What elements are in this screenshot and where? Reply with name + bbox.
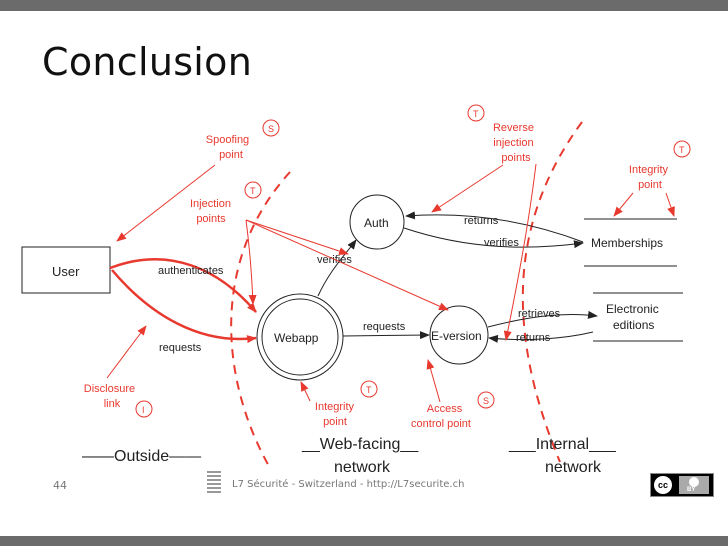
threat-disclosure-badge [135,400,153,418]
threat-reverse-tag: T [473,109,479,119]
company-logo-icon [207,471,221,495]
trust-boundary-outside [230,171,291,469]
threat-reverse-arrow-1 [431,164,504,213]
flow-returns-auth-label: returns [464,215,499,227]
flow-webapp-eversion [342,331,430,340]
flow-authenticates-label: authenticates [158,265,224,277]
threat-injection-arrow-1 [245,219,257,305]
eversion-label: E-version [431,329,482,343]
threat-spoofing-badge [262,119,280,137]
threat-injection-tag: T [250,186,256,196]
threat-integrity-internal-arrow-2 [665,192,675,217]
threat-reverse-label: Reverse injection points [493,122,537,164]
threat-disclosure-arrow [106,325,147,379]
zone-internal-label-2: network [545,459,602,476]
threat-access-badge [477,391,495,409]
memberships-label: Memberships [591,236,663,250]
threat-access-arrow [426,359,441,403]
webapp-label: Webapp [274,331,319,345]
cc-by-license-icon: cc BY [650,473,714,497]
threat-reverse-badge [467,104,485,122]
flow-eversion-editions [487,310,598,328]
user-box [21,246,111,294]
editions-label: Electronic editions [606,302,662,332]
threat-integrity-web-arrow [300,381,311,402]
threat-injection-arrow-3 [245,219,449,311]
threat-integrity-web-tag: T [366,385,372,395]
webapp-node-outer [256,293,344,381]
threat-injection-badge [244,181,262,199]
threat-access-tag: S [483,396,489,406]
threat-integrity-internal-tag: T [679,145,685,155]
threat-disclosure-tag: I [142,405,145,415]
user-label: User [52,264,80,279]
threat-injection-label: Injection points [190,198,234,225]
bottom-bar [0,536,728,546]
threat-injection-arrow-2 [245,219,349,255]
auth-label: Auth [364,216,389,230]
flow-retrieves-label: retrieves [518,308,561,320]
eversion-node [429,305,489,365]
flow-user-requests [111,269,257,344]
zone-outside-label: ——Outside—— [82,448,201,465]
threat-reverse-arrow-2 [503,163,537,341]
top-bar [0,0,728,11]
flow-returns-edition-label: returns [516,332,551,344]
page-number: 44 [53,479,67,492]
threat-integrity-web-label: Integrity point [315,401,357,428]
flow-requests-webapp-label: requests [363,321,406,333]
flow-verifies-auth-label: verifies [484,237,519,249]
threat-spoofing-tag: S [268,124,274,134]
flow-editions-eversion [488,331,594,343]
auth-node [349,194,405,250]
flow-memberships-auth [405,211,584,243]
threat-integrity-internal-badge [673,140,691,158]
threat-spoofing-label: Spoofing point [206,134,253,161]
threat-integrity-internal-arrow-1 [613,192,634,217]
zone-webfacing-label-2: network [334,459,391,476]
zone-internal-label-1: ___Internal___ [508,436,617,453]
slide-title: Conclusion [42,40,253,84]
flow-auth-memberships [403,227,584,249]
webapp-node-inner [261,298,339,376]
zone-webfacing-label-1: __Web-facing__ [301,436,419,453]
threat-integrity-internal-label: Integrity point [629,164,671,191]
trust-boundary-internal [521,121,583,463]
flow-user-authenticates [109,258,257,313]
flow-webapp-auth [317,239,357,297]
threat-access-label: Access control point [411,403,471,430]
footer-text: L7 Sécurité - Switzerland - http://L7sec… [232,479,465,490]
flow-requests-user-label: requests [159,342,202,354]
threat-disclosure-label: Disclosure link [84,383,138,410]
threat-spoofing-arrow [116,164,216,242]
threat-integrity-web-badge [360,380,378,398]
